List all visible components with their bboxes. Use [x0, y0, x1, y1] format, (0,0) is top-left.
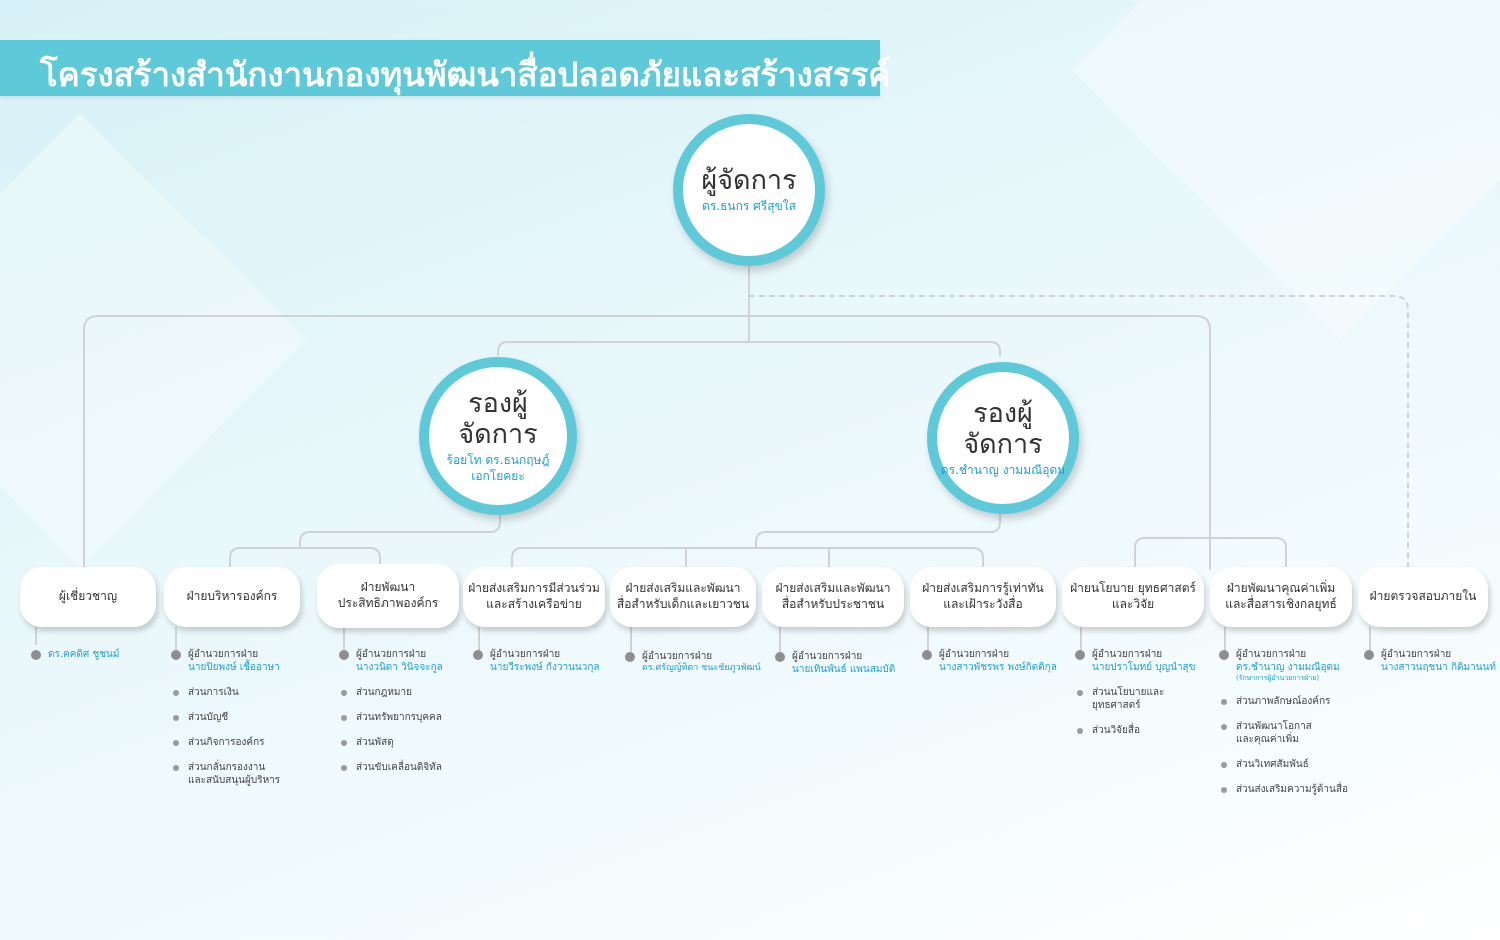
department-detail: ผู้อำนวยการฝ่าย นายปราโมทย์ บุญนำสุข ส่ว… — [1075, 648, 1196, 737]
unit-list: ส่วนภาพลักษณ์องค์กร ส่วนพัฒนาโอกาสและคุณ… — [1219, 695, 1348, 796]
department-box: ฝ่ายส่งเสริมการมีส่วนร่วมและสร้างเครือข่… — [463, 567, 605, 627]
person-name: นางวนิดา วินิจจะกูล — [356, 662, 443, 673]
department-box: ผู้เชี่ยวชาญ — [20, 567, 156, 627]
person-name: ดร.ชำนาญ งามมณีอุดม — [1236, 662, 1340, 673]
person-name: นายปราโมทย์ บุญนำสุข — [1092, 662, 1196, 673]
department-detail: ผู้อำนวยการฝ่าย นายวีระพงษ์ กังวานนวกุล — [473, 648, 600, 674]
deputy-name: ร้อยโท ดร.ธนกฤษฎ์ เอกโยคยะ — [446, 452, 550, 484]
list-item: ส่วนส่งเสริมความรู้ด้านสื่อ — [1219, 783, 1348, 796]
manager-node: ผู้จัดการ ดร.ธนกร ศรีสุขใส — [673, 114, 825, 266]
list-item: ส่วนนโยบายและยุทธศาสตร์ — [1075, 686, 1196, 712]
head-label: ผู้อำนวยการฝ่าย — [356, 649, 427, 660]
deputy-node: รองผู้จัดการ ดร.ชำนาญ งามมณีอุดม — [927, 362, 1079, 514]
department-detail: ผู้อำนวยการฝ่าย ดร.ชำนาญ งามมณีอุดม (รัก… — [1219, 648, 1348, 796]
person-name: นางสาวพัชรพร พงษ์กิตติกุล — [939, 662, 1057, 673]
page-title: โครงสร้างสำนักงานกองทุนพัฒนาสื่อปลอดภัยแ… — [40, 55, 891, 94]
deputy-name: ดร.ชำนาญ งามมณีอุดม — [940, 462, 1066, 477]
acting-note: (รักษาการผู้อำนวยการฝ่าย) — [1236, 674, 1320, 682]
department-box: ฝ่ายส่งเสริมการรู้เท่าทันและเฝ้าระวังสื่… — [910, 567, 1056, 627]
department-box: ฝ่ายส่งเสริมและพัฒนาสื่อสำหรับเด็กและเยา… — [610, 567, 756, 627]
list-item: ส่วนพัฒนาโอกาสและคุณค่าเพิ่ม — [1219, 720, 1348, 746]
unit-list: ส่วนนโยบายและยุทธศาสตร์ ส่วนวิจัยสื่อ — [1075, 686, 1196, 737]
manager-title: ผู้จัดการ — [701, 165, 797, 197]
head-label: ผู้อำนวยการฝ่าย — [1092, 649, 1163, 660]
head-label: ผู้อำนวยการฝ่าย — [939, 649, 1010, 660]
department-detail: ผู้อำนวยการฝ่าย นางวนิดา วินิจจะกูล ส่วน… — [339, 648, 443, 774]
deputy-title: รองผู้จัดการ — [963, 397, 1043, 460]
department-detail: ผู้อำนวยการฝ่าย นายเทินพันธ์ แพนสมบัติ — [775, 650, 895, 676]
list-item: ส่วนกฎหมาย — [339, 686, 443, 699]
person-name: นายเทินพันธ์ แพนสมบัติ — [792, 664, 896, 675]
deputy-title: รองผู้จัดการ — [458, 387, 538, 450]
head-label: ผู้อำนวยการฝ่าย — [792, 651, 863, 662]
list-item: ส่วนพัสดุ — [339, 736, 443, 749]
person-name: ดร.ศรัญญ์ทิตา ชนะชัยภูวพัฒน์ — [642, 663, 761, 673]
list-item: ส่วนบัญชี — [171, 711, 280, 724]
unit-list: ส่วนการเงิน ส่วนบัญชี ส่วนกิจการองค์กร ส… — [171, 686, 280, 787]
department-box: ฝ่ายส่งเสริมและพัฒนาสื่อสำหรับประชาชน — [762, 567, 904, 627]
list-item: ส่วนวิจัยสื่อ — [1075, 724, 1196, 737]
head-label: ผู้อำนวยการฝ่าย — [490, 649, 561, 660]
person-name: ดร.คคดิศ ชูชนม์ — [48, 649, 120, 660]
manager-name: ดร.ธนกร ศรีสุขใส — [702, 199, 796, 214]
person-name: นายวีระพงษ์ กังวานนวกุล — [490, 662, 600, 673]
head-label: ผู้อำนวยการฝ่าย — [1236, 649, 1307, 660]
list-item: ส่วนกิจการองค์กร — [171, 736, 280, 749]
department-detail: ดร.คคดิศ ชูชนม์ — [31, 648, 119, 661]
head-label: ผู้อำนวยการฝ่าย — [642, 651, 713, 662]
person-name: นายปิยพงษ์ เชื้ออาษา — [188, 662, 280, 673]
department-detail: ผู้อำนวยการฝ่าย นายปิยพงษ์ เชื้ออาษา ส่ว… — [171, 648, 280, 787]
list-item: ส่วนการเงิน — [171, 686, 280, 699]
department-box: ฝ่ายบริหารองค์กร — [164, 567, 300, 627]
person-name: นางสาวนฤชนา กิติมานนท์ — [1381, 662, 1496, 673]
department-box: ฝ่ายพัฒนาประสิทธิภาพองค์กร — [317, 564, 459, 628]
title-banner: โครงสร้างสำนักงานกองทุนพัฒนาสื่อปลอดภัยแ… — [0, 40, 890, 96]
list-item: ส่วนภาพลักษณ์องค์กร — [1219, 695, 1348, 708]
department-detail: ผู้อำนวยการฝ่าย นางสาวพัชรพร พงษ์กิตติกุ… — [922, 648, 1057, 674]
head-label: ผู้อำนวยการฝ่าย — [1381, 649, 1452, 660]
department-box: ฝ่ายพัฒนาคุณค่าเพิ่มและสื่อสารเชิงกลยุทธ… — [1210, 567, 1352, 627]
list-item: ส่วนขับเคลื่อนดิจิทัล — [339, 761, 443, 774]
department-detail: ผู้อำนวยการฝ่าย ดร.ศรัญญ์ทิตา ชนะชัยภูวพ… — [625, 650, 761, 675]
unit-list: ส่วนกฎหมาย ส่วนทรัพยากรบุคคล ส่วนพัสดุ ส… — [339, 686, 443, 774]
deputy-node: รองผู้จัดการ ร้อยโท ดร.ธนกฤษฎ์ เอกโยคยะ — [419, 357, 577, 515]
department-box: ฝ่ายนโยบาย ยุทธศาสตร์และวิจัย — [1062, 567, 1204, 627]
list-item: ส่วนทรัพยากรบุคคล — [339, 711, 443, 724]
department-box: ฝ่ายตรวจสอบภายใน — [1358, 567, 1488, 627]
list-item: ส่วนวิเทศสัมพันธ์ — [1219, 758, 1348, 771]
list-item: ส่วนกลั่นกรองงานและสนับสนุนผู้บริหาร — [171, 761, 280, 787]
department-detail: ผู้อำนวยการฝ่าย นางสาวนฤชนา กิติมานนท์ — [1364, 648, 1496, 674]
head-label: ผู้อำนวยการฝ่าย — [188, 649, 259, 660]
